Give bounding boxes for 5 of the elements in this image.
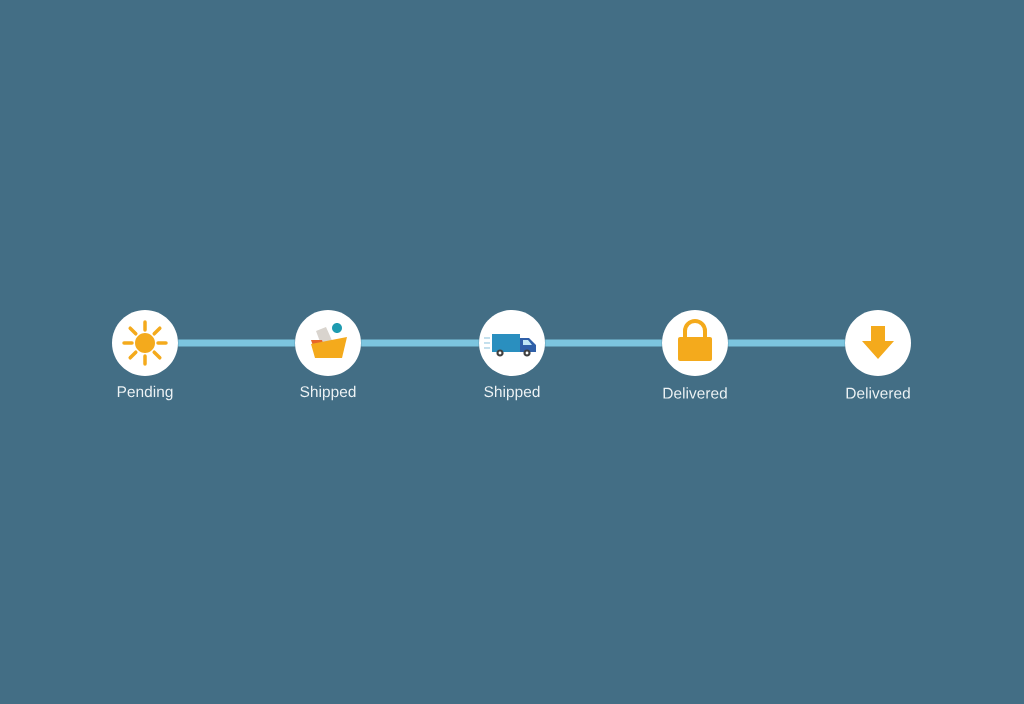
step-label: Pending <box>117 385 173 401</box>
step-label: Delivered <box>663 387 727 399</box>
step-label: Shipped <box>300 385 356 401</box>
step-label: Delivered <box>846 387 910 399</box>
step-label: Shipped <box>484 385 540 401</box>
